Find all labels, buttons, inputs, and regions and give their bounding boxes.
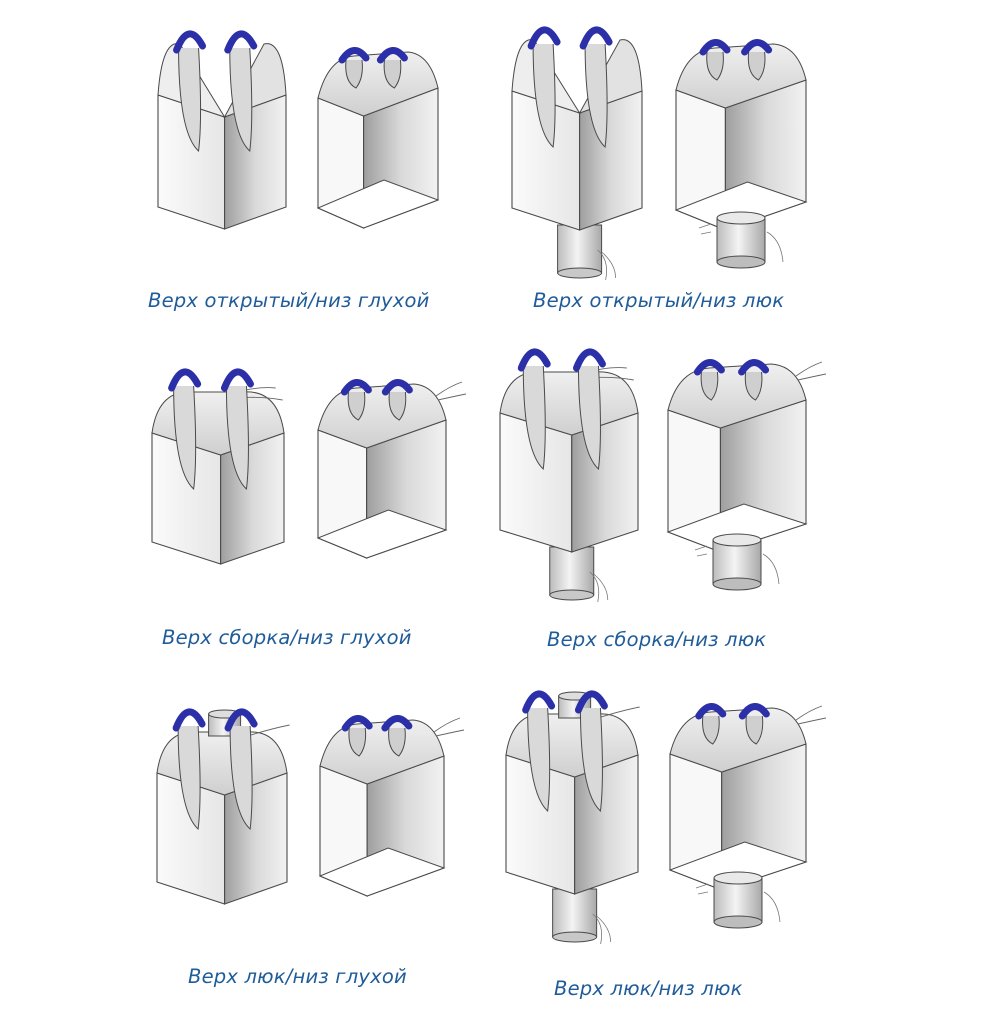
lifting-loop-opening <box>347 391 366 421</box>
tie-cords <box>698 223 784 263</box>
bag-face-right <box>579 90 643 231</box>
lifting-loop <box>376 47 408 64</box>
lifting-loop <box>693 359 725 376</box>
lifting-loop-opening <box>584 43 608 149</box>
caption-duffle-top-closed-bottom: Верх сборка/низ глухой <box>162 626 412 649</box>
bottom-spout <box>557 224 603 274</box>
lifting-loop <box>224 30 258 54</box>
tie-cords <box>433 717 465 737</box>
lifting-loop <box>738 359 770 376</box>
bottom-spout <box>713 877 763 923</box>
lifting-loop <box>381 379 413 396</box>
lifting-loop-opening <box>522 365 546 471</box>
bottom-spout <box>552 888 598 938</box>
lifting-loop-opening <box>700 371 719 401</box>
lifting-loop <box>522 690 556 714</box>
bag-group-3 <box>499 348 827 603</box>
lifting-loop-opening <box>577 365 601 471</box>
bag-group-5 <box>505 690 827 945</box>
bag-group-2 <box>151 368 467 565</box>
lifting-loop-opening <box>747 51 766 81</box>
bag-bottom-panel <box>674 181 808 231</box>
lifting-loop <box>338 47 370 64</box>
lifting-loop <box>381 715 413 732</box>
bottom-spout <box>712 539 762 585</box>
bag-group-1 <box>511 26 808 281</box>
lifting-loop <box>574 690 608 714</box>
bag-bottom-panel <box>316 179 440 229</box>
lifting-loop <box>172 708 206 732</box>
tie-cords <box>695 883 781 923</box>
tie-cords <box>795 705 827 725</box>
lifting-loop <box>738 703 770 720</box>
lifting-loop <box>173 30 207 54</box>
lifting-loop-opening <box>348 727 367 757</box>
tie-cords <box>589 571 609 603</box>
lifting-loop-opening <box>173 385 197 491</box>
lifting-loop-opening <box>744 371 763 401</box>
tie-cords <box>694 545 780 585</box>
lifting-loop-opening <box>706 51 724 81</box>
bag-bottom-panel <box>668 841 808 891</box>
tie-cords <box>435 381 467 401</box>
caption-open-top-closed-bottom: Верх открытый/низ глухой <box>148 289 430 312</box>
lifting-loop <box>741 39 773 56</box>
lifting-loop-opening <box>388 727 406 757</box>
bag-face-right <box>220 432 285 565</box>
tie-cords <box>597 249 616 281</box>
lifting-loop-opening <box>388 391 407 421</box>
lifting-loop-opening <box>745 715 764 745</box>
lifting-loop <box>168 368 202 392</box>
caption-open-top-spout-bottom: Верх открытый/низ люк <box>533 289 785 312</box>
lifting-loop <box>220 368 254 392</box>
lifting-loop <box>699 39 731 56</box>
caption-spout-top-closed-bottom: Верх люк/низ глухой <box>188 965 407 988</box>
lifting-loop-opening <box>229 47 253 153</box>
lifting-loop <box>527 26 561 50</box>
lifting-loop <box>341 715 373 732</box>
lifting-loop <box>579 26 613 50</box>
lifting-loop-opening <box>178 47 202 153</box>
lifting-loop <box>695 703 727 720</box>
lifting-loop <box>340 379 372 396</box>
bag-face-right <box>574 754 639 895</box>
bag-group-0 <box>157 30 440 230</box>
lifting-loop-opening <box>579 707 603 813</box>
lifting-loop-opening <box>229 725 253 831</box>
caption-duffle-top-spout-bottom: Верх сборка/низ люк <box>547 628 767 651</box>
lifting-loop-opening <box>527 707 551 813</box>
bottom-spout <box>549 546 595 596</box>
lifting-loop <box>517 348 551 372</box>
bag-group-4 <box>156 708 465 905</box>
lifting-loop-opening <box>225 385 249 491</box>
lifting-loop-opening <box>702 715 720 745</box>
lifting-loop-opening <box>383 59 402 89</box>
tie-cords <box>592 913 612 945</box>
bag-face-right <box>224 772 288 905</box>
bag-face-right <box>224 94 287 230</box>
caption-spout-top-spout-bottom: Верх люк/низ люк <box>554 977 743 1000</box>
lifting-loop-opening <box>532 43 556 149</box>
bag-face-right <box>571 412 639 553</box>
lifting-loop <box>572 348 606 372</box>
bag-bottom-panel <box>666 503 808 553</box>
bottom-spout <box>716 217 766 263</box>
bag-bottom-panel <box>316 509 448 559</box>
lifting-loop <box>224 708 258 732</box>
lifting-loop-opening <box>345 59 363 89</box>
tie-cords <box>795 361 827 381</box>
bag-bottom-panel <box>318 847 446 897</box>
lifting-loop-opening <box>177 725 201 831</box>
